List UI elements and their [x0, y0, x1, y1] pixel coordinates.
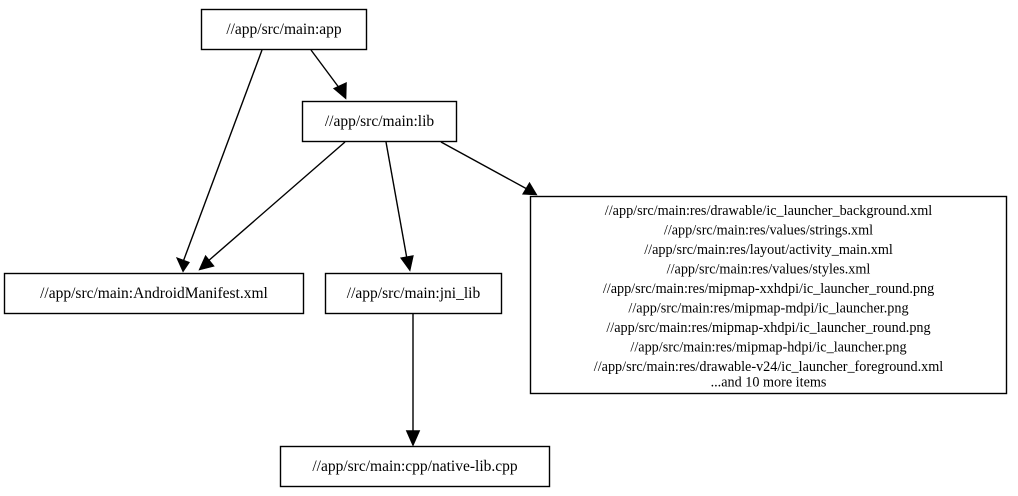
- node-label-app: //app/src/main:app: [226, 21, 342, 38]
- node-label-res-line-8: //app/src/main:res/mipmap-hdpi/ic_launch…: [630, 340, 906, 356]
- edge-line: [310, 49, 341, 90]
- node-app[interactable]: //app/src/main:app: [200, 8, 368, 51]
- edge-line: [206, 141, 346, 263]
- node-box[interactable]: [529, 195, 1008, 395]
- node-label-res-line-6: //app/src/main:res/mipmap-mdpi/ic_launch…: [628, 301, 908, 317]
- arrowhead-icon: [521, 181, 538, 196]
- arrowhead-icon: [405, 430, 421, 447]
- node-res-group[interactable]: //app/src/main:res/drawable/ic_launcher_…: [529, 195, 1008, 395]
- node-label-res-line-1: //app/src/main:res/drawable/ic_launcher_…: [605, 203, 932, 219]
- edge-jni_lib-to-native_lib: [405, 314, 421, 447]
- node-androidmanifest[interactable]: //app/src/main:AndroidManifest.xml: [3, 272, 305, 315]
- node-label-native-lib: //app/src/main:cpp/native-lib.cpp: [312, 458, 518, 475]
- node-label-res-line-3: //app/src/main:res/layout/activity_main.…: [644, 242, 893, 258]
- arrowhead-icon: [198, 254, 215, 271]
- node-label-androidmanifest: //app/src/main:AndroidManifest.xml: [40, 285, 268, 302]
- edge-line: [385, 141, 408, 260]
- edge-line: [182, 49, 263, 263]
- node-native-lib[interactable]: //app/src/main:cpp/native-lib.cpp: [279, 445, 551, 488]
- node-label-res-line-4: //app/src/main:res/values/styles.xml: [667, 262, 871, 278]
- node-label-lib: //app/src/main:lib: [325, 113, 435, 130]
- node-box[interactable]: [279, 445, 551, 488]
- edge-app-to-lib: [310, 49, 347, 100]
- node-lib[interactable]: //app/src/main:lib: [301, 100, 458, 143]
- node-label-res-line-9: //app/src/main:res/drawable-v24/ic_launc…: [594, 359, 944, 375]
- node-label-res-line-5: //app/src/main:res/mipmap-xxhdpi/ic_laun…: [603, 281, 934, 297]
- arrowhead-icon: [332, 82, 347, 100]
- node-label-jni-lib: //app/src/main:jni_lib: [347, 285, 481, 302]
- edge-lib-to-androidmanifest: [198, 141, 346, 271]
- node-box[interactable]: [324, 272, 503, 315]
- arrowhead-icon: [175, 256, 190, 273]
- node-label-res-line-10: ...and 10 more items: [711, 375, 827, 391]
- edge-line: [440, 141, 528, 190]
- edge-lib-to-jni_lib: [385, 141, 414, 272]
- edge-app-to-androidmanifest: [175, 49, 263, 273]
- node-jni-lib[interactable]: //app/src/main:jni_lib: [324, 272, 503, 315]
- node-label-res-line-7: //app/src/main:res/mipmap-xhdpi/ic_launc…: [606, 320, 930, 336]
- node-box[interactable]: [3, 272, 305, 315]
- arrowhead-icon: [399, 255, 414, 272]
- node-box[interactable]: [200, 8, 368, 51]
- edge-lib-to-res-group: [440, 141, 538, 196]
- node-box[interactable]: [301, 100, 458, 143]
- node-label-res-line-2: //app/src/main:res/values/strings.xml: [664, 223, 873, 239]
